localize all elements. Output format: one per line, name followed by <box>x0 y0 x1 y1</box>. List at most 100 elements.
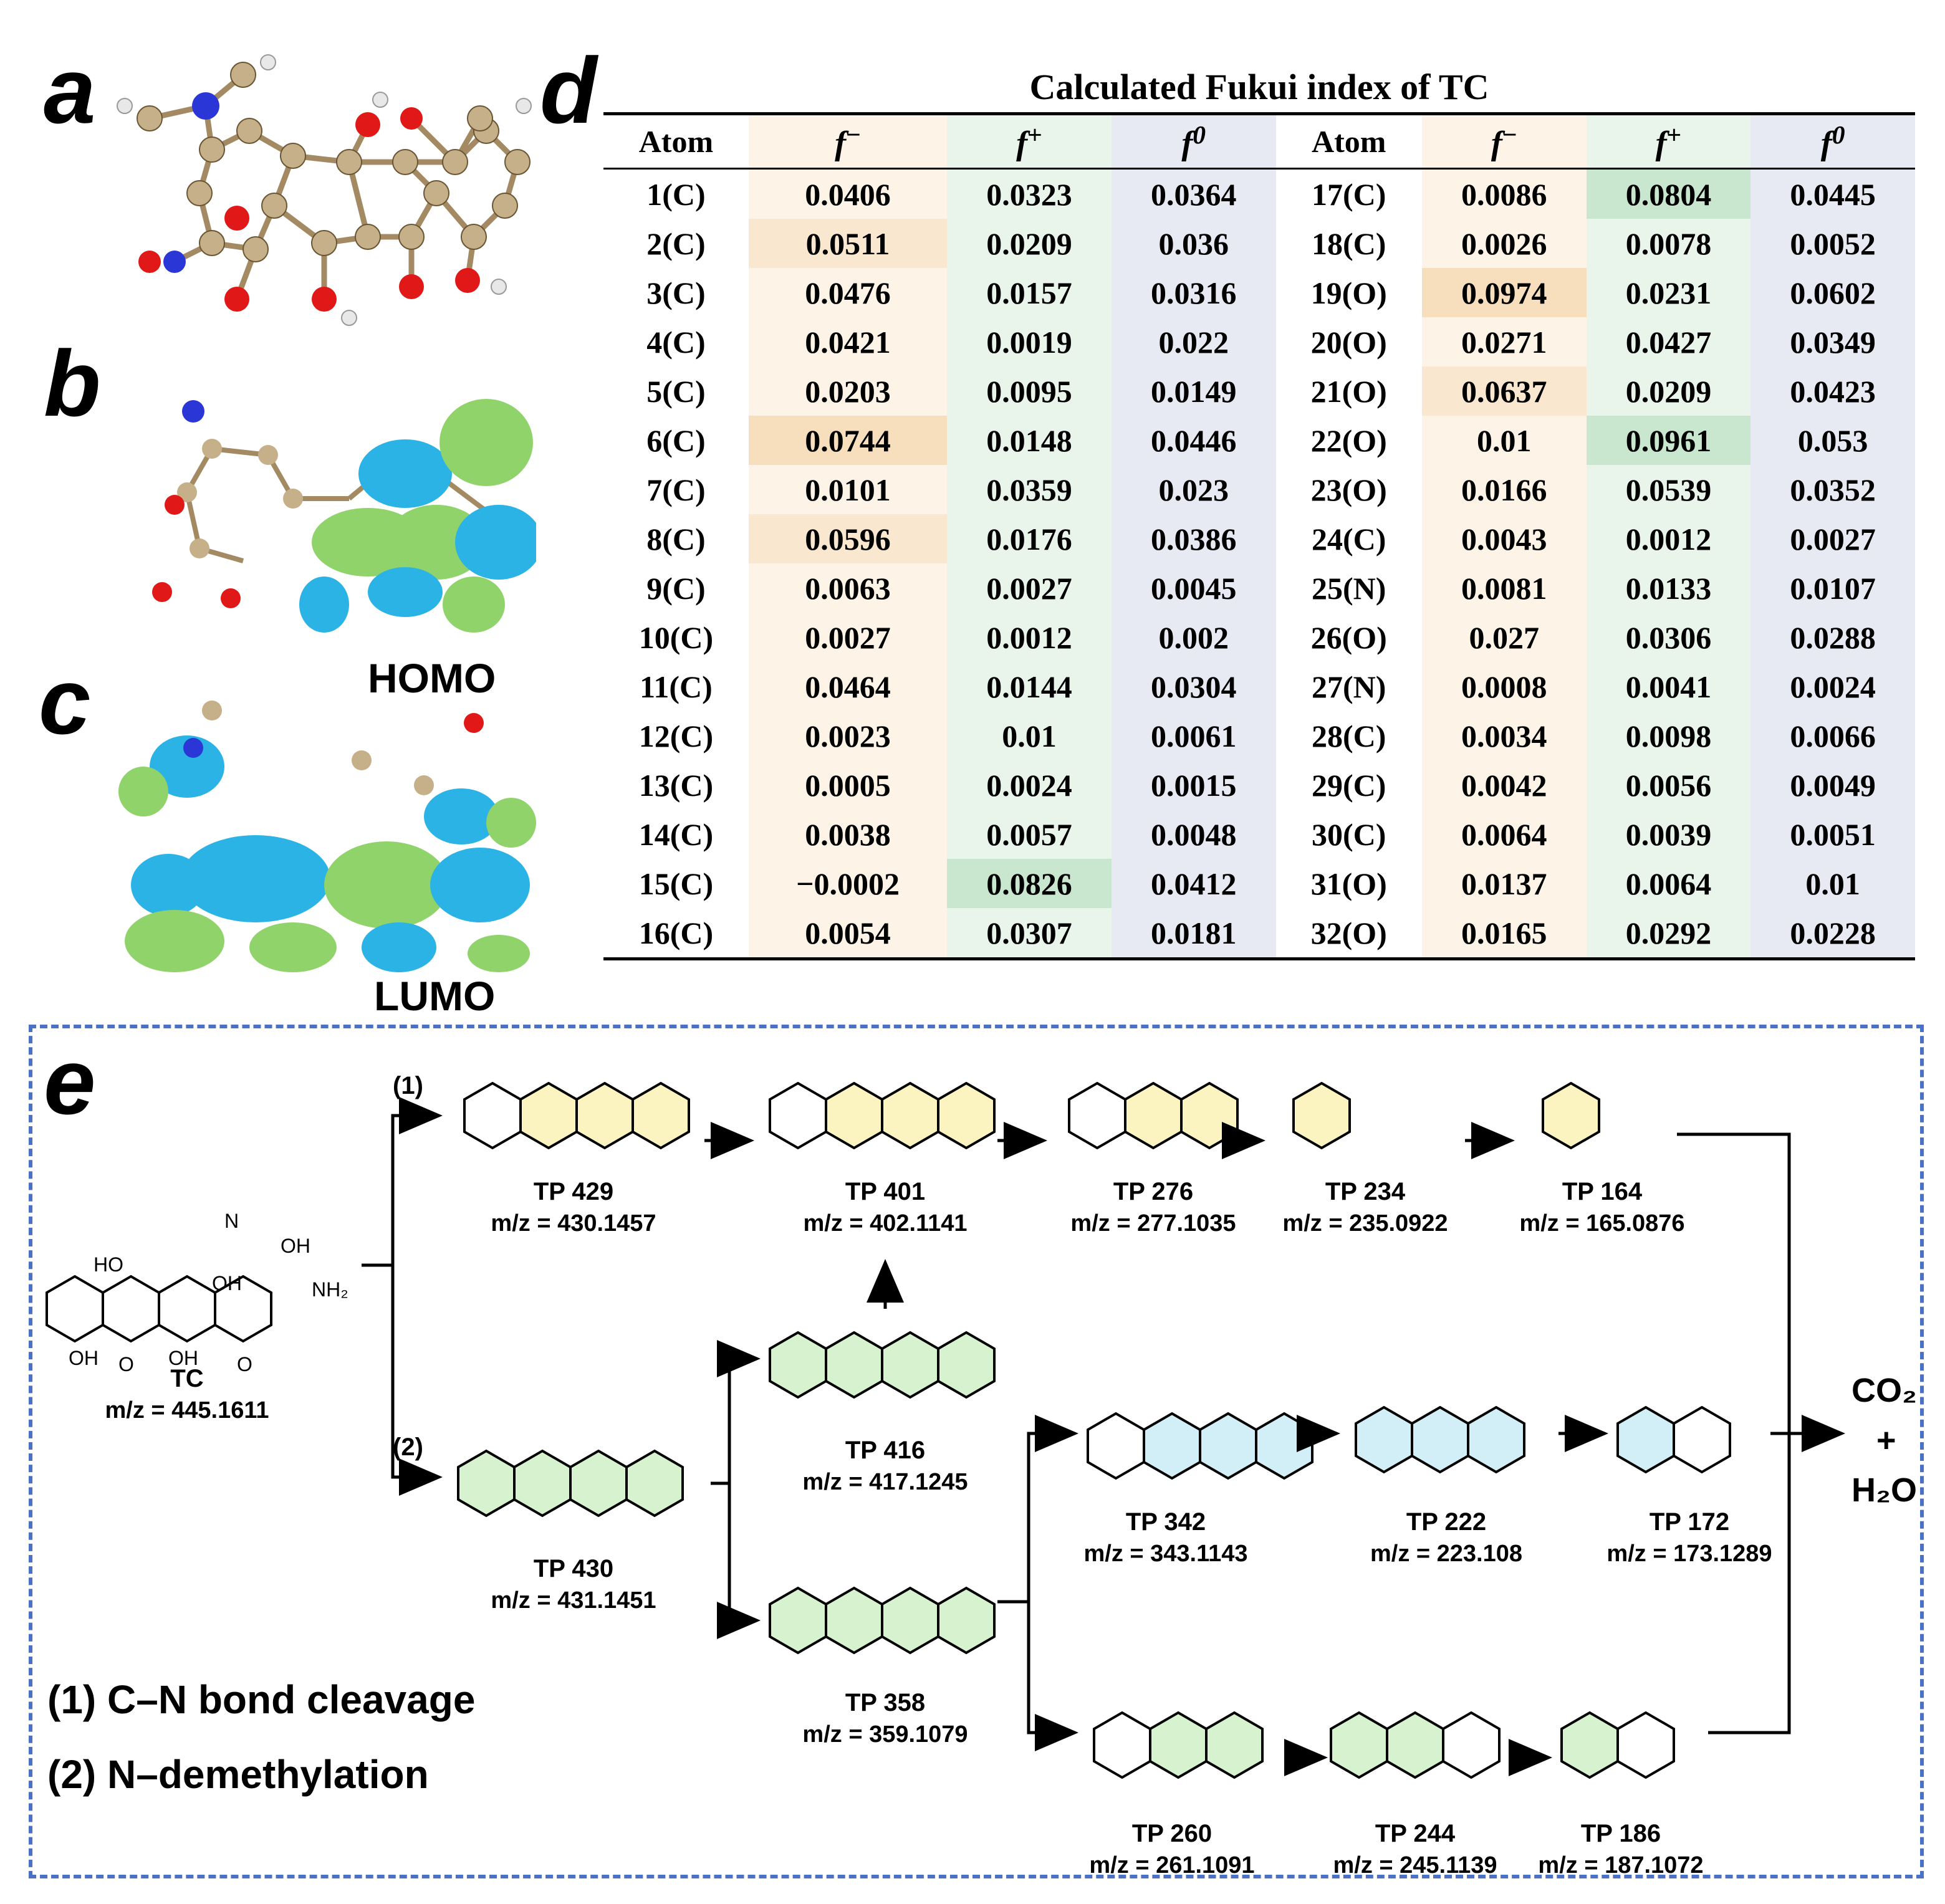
orbital-lobe-blue <box>358 439 452 508</box>
product-h2o: H₂O <box>1851 1471 1917 1509</box>
structure-tp172 <box>1616 1406 1731 1473</box>
table-title: Calculated Fukui index of TC <box>1029 67 1489 107</box>
compound-name-tp276: TP 276 <box>1113 1178 1194 1205</box>
svg-text:HO: HO <box>94 1253 123 1276</box>
table-cell-fp: 0.0027 <box>947 563 1112 613</box>
table-cell-f0: 0.0045 <box>1111 563 1276 613</box>
table-cell-f02: 0.0445 <box>1750 168 1915 219</box>
table-cell-f02: 0.0288 <box>1750 613 1915 662</box>
compound-name-tp172: TP 172 <box>1649 1508 1730 1536</box>
route2-tag: (2) <box>393 1433 423 1461</box>
structure-tp260 <box>1093 1711 1264 1779</box>
table-cell-f02: 0.01 <box>1750 859 1915 908</box>
panel-letter-d: d <box>540 38 597 143</box>
table-cell-fp2: 0.0064 <box>1586 859 1751 908</box>
compound-name-tp244: TP 244 <box>1375 1820 1456 1847</box>
compound-mz-tp416: m/z = 417.1245 <box>802 1469 968 1495</box>
table-header-row: Atom f− f+ f0 Atom f− f+ f0 <box>603 113 1915 170</box>
table-cell-atom: 5(C) <box>603 366 749 416</box>
table-cell-f02: 0.0027 <box>1750 514 1915 563</box>
table-cell-f02: 0.0024 <box>1750 662 1915 711</box>
compound-mz-tp401: m/z = 402.1141 <box>803 1210 968 1237</box>
table-cell-fp2: 0.0209 <box>1586 366 1751 416</box>
table-cell-atom: 16(C) <box>603 908 749 959</box>
table-cell-atom2: 31(O) <box>1275 859 1422 908</box>
table-cell-f0: 0.0446 <box>1111 416 1276 465</box>
table-cell-fp: 0.0323 <box>947 168 1112 219</box>
table-cell-fp: 0.0144 <box>947 662 1112 711</box>
table-cell-atom2: 26(O) <box>1275 613 1422 662</box>
structure-tp244 <box>1330 1711 1501 1779</box>
table-cell-fm: 0.0203 <box>748 366 948 416</box>
table-cell-atom: 10(C) <box>603 613 749 662</box>
compound-mz-tp234: m/z = 235.0922 <box>1282 1210 1448 1237</box>
table-cell-fm: 0.0744 <box>748 416 948 465</box>
table-cell-f02: 0.053 <box>1750 416 1915 465</box>
table-cell-fp2: 0.0961 <box>1586 416 1751 465</box>
table-cell-fm2: 0.0008 <box>1421 662 1587 711</box>
table-cell-f02: 0.0052 <box>1750 219 1915 268</box>
table-cell-fm2: 0.0034 <box>1421 711 1587 760</box>
table-cell-fp: 0.0019 <box>947 317 1112 366</box>
table-cell-fp2: 0.0231 <box>1586 268 1751 317</box>
structure-tp401 <box>769 1082 996 1149</box>
structure-tp222 <box>1355 1406 1525 1473</box>
compound-name-tp401: TP 401 <box>845 1178 926 1205</box>
table-cell-fp: 0.0024 <box>947 760 1112 810</box>
table-cell-fm2: 0.0637 <box>1421 366 1587 416</box>
table-cell-atom2: 30(C) <box>1275 810 1422 859</box>
table-cell-fm2: 0.0081 <box>1421 563 1587 613</box>
table-cell-atom: 13(C) <box>603 760 749 810</box>
compound-mz-tp429: m/z = 430.1457 <box>491 1210 656 1237</box>
table-cell-atom: 7(C) <box>603 465 749 514</box>
compound-mz-tp342: m/z = 343.1143 <box>1083 1541 1248 1567</box>
table-cell-atom: 15(C) <box>603 859 749 908</box>
compound-name-tp430: TP 430 <box>533 1555 614 1582</box>
table-cell-atom: 2(C) <box>603 219 749 268</box>
table-cell-fm: 0.0054 <box>748 908 948 959</box>
table-cell-atom: 6(C) <box>603 416 749 465</box>
structure-tp358 <box>769 1587 996 1654</box>
table-cell-atom: 9(C) <box>603 563 749 613</box>
compound-mz-tp358: m/z = 359.1079 <box>802 1721 968 1748</box>
table-cell-fp2: 0.0039 <box>1586 810 1751 859</box>
table-cell-fp2: 0.0098 <box>1586 711 1751 760</box>
svg-text:O: O <box>118 1353 134 1375</box>
table-cell-f0: 0.023 <box>1111 465 1276 514</box>
table-cell-atom2: 25(N) <box>1275 563 1422 613</box>
table-cell-atom2: 18(C) <box>1275 219 1422 268</box>
table-cell-atom2: 20(O) <box>1275 317 1422 366</box>
header-atom-2: Atom <box>1275 113 1422 170</box>
table-cell-fm2: 0.0042 <box>1421 760 1587 810</box>
compound-mz-tp430: m/z = 431.1451 <box>491 1587 656 1614</box>
svg-text:OH: OH <box>281 1235 310 1257</box>
table-cell-fp2: 0.0041 <box>1586 662 1751 711</box>
panel-letter-a: a <box>44 38 96 143</box>
table-cell-atom2: 22(O) <box>1275 416 1422 465</box>
table-cell-fp: 0.0157 <box>947 268 1112 317</box>
table-cell-f0: 0.002 <box>1111 613 1276 662</box>
table-cell-fp: 0.0176 <box>947 514 1112 563</box>
structure-tp342 <box>1087 1412 1313 1480</box>
compound-mz-tp244: m/z = 245.1139 <box>1333 1852 1497 1878</box>
compound-mz-tc: m/z = 445.1611 <box>105 1397 269 1423</box>
table-cell-f0: 0.0364 <box>1111 168 1276 219</box>
table-cell-fp: 0.0012 <box>947 613 1112 662</box>
svg-text:OH: OH <box>212 1272 242 1294</box>
svg-text:N: N <box>224 1210 239 1232</box>
compound-name-tp260: TP 260 <box>1131 1820 1213 1847</box>
structure-tp164 <box>1542 1082 1600 1149</box>
table-cell-atom2: 32(O) <box>1275 908 1422 959</box>
table-cell-atom2: 27(N) <box>1275 662 1422 711</box>
table-cell-fp2: 0.0133 <box>1586 563 1751 613</box>
table-cell-fm2: 0.0166 <box>1421 465 1587 514</box>
header-f-zero-2: f0 <box>1750 113 1915 170</box>
table-cell-fp2: 0.0427 <box>1586 317 1751 366</box>
table-cell-atom2: 29(C) <box>1275 760 1422 810</box>
